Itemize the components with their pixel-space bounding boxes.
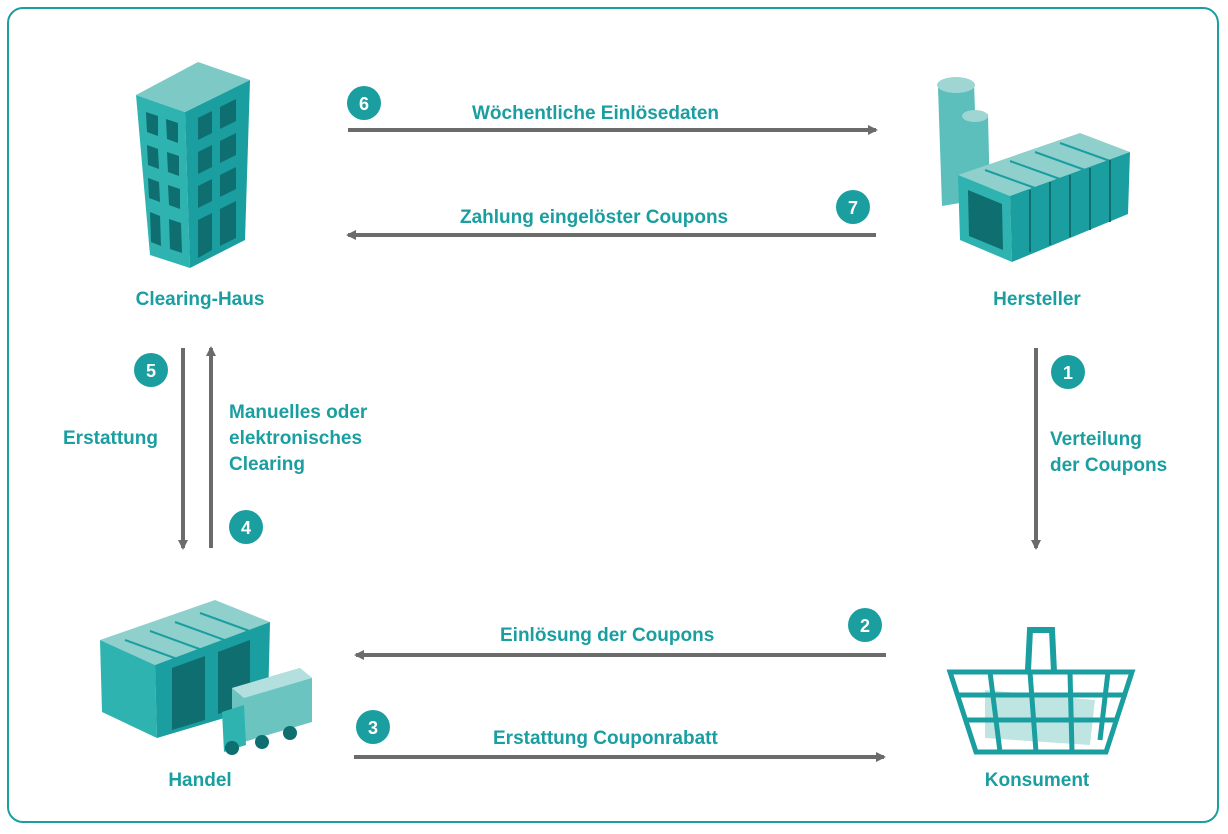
flow-label-5: Erstattung [63,428,158,449]
step-badge-3: 3 [356,710,390,744]
flow-label-4: Manuelles oder elektronisches Clearing [229,402,368,475]
svg-text:7: 7 [848,198,858,218]
consumer-label: Konsument [984,770,1090,791]
warehouse-truck-icon [100,600,312,755]
svg-text:3: 3 [368,718,378,738]
svg-text:1: 1 [1063,363,1073,383]
flow-label-1: Verteilung der Coupons [1050,429,1168,476]
shopping-basket-icon [946,627,1136,755]
office-building-icon [136,62,250,268]
step-badge-6: 6 [347,86,381,120]
step-badge-1: 1 [1051,355,1085,389]
step-badge-2: 2 [848,608,882,642]
svg-text:5: 5 [146,361,156,381]
diagram-frame [7,7,1219,823]
flow-label-2: Einlösung der Coupons [500,625,715,646]
step-badge-7: 7 [836,190,870,224]
step-badge-5: 5 [134,353,168,387]
step-badge-4: 4 [229,510,263,544]
retail-label: Handel [168,770,232,791]
svg-text:4: 4 [241,518,251,538]
flow-label-3: Erstattung Couponrabatt [493,728,718,749]
svg-text:2: 2 [860,616,870,636]
manufacturer-label: Hersteller [993,289,1081,310]
factory-icon [937,77,1130,262]
flow-label-6: Wöchentliche Einlösedaten [472,103,720,124]
flow-label-7: Zahlung eingelöster Coupons [460,207,729,228]
svg-text:6: 6 [359,94,369,114]
clearing-house-label: Clearing-Haus [135,289,265,310]
